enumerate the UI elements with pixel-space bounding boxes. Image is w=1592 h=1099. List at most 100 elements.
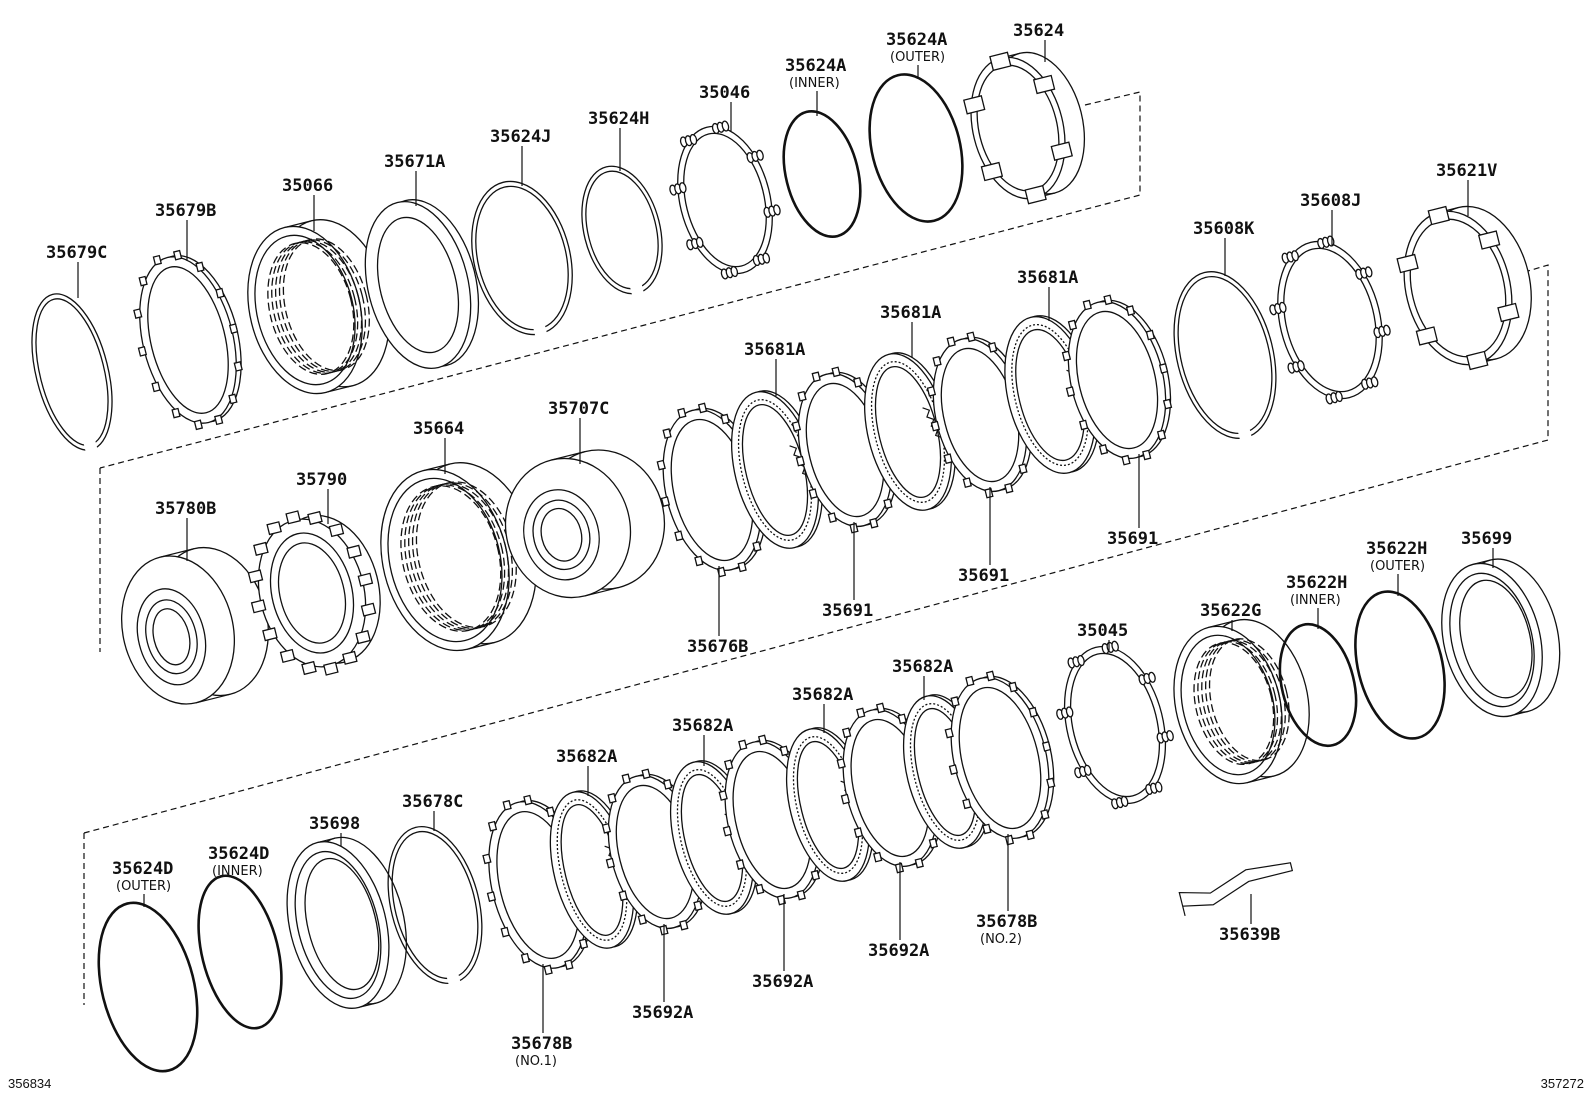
part-number-label: 35691: [958, 566, 1009, 586]
label-35692a-3: 35692A: [868, 862, 929, 961]
part-number-label: 35676B: [687, 637, 748, 657]
part-number-label: 35691: [1107, 529, 1158, 549]
part-sub-label: (INNER): [212, 864, 263, 879]
part-35624a-inner: [782, 109, 862, 239]
part-number-label: 35678B: [511, 1034, 572, 1054]
part-35624j: [471, 180, 573, 340]
part-35691-3: [1061, 294, 1173, 466]
label-35681a-1: 35681A: [744, 340, 805, 396]
part-number-label: 35608J: [1300, 191, 1361, 211]
label-35622h-inner: 35622H(INNER): [1286, 573, 1347, 629]
part-sub-label: (OUTER): [890, 50, 945, 65]
label-35624h: 35624H: [588, 109, 649, 171]
label-35639b: 35639B: [1219, 894, 1280, 945]
label-35608k: 35608K: [1193, 219, 1255, 276]
part-number-label: 35780B: [155, 499, 216, 519]
part-number-label: 35624A: [886, 30, 947, 50]
ref-code-right: 357272: [1541, 1076, 1584, 1091]
part-35679b: [133, 249, 243, 431]
ref-code-left: 356834: [8, 1076, 51, 1091]
part-35622g: [1173, 618, 1310, 785]
part-number-label: 35622G: [1200, 601, 1261, 621]
labels-layer: 35679C 35679B 35066 35671A 35624J 35624H 35046…: [46, 21, 1512, 1069]
part-35664: [380, 462, 537, 652]
label-35045: 35045: [1077, 621, 1128, 651]
label-35691-2: 35691: [958, 487, 1009, 586]
label-35678b-no2: 35678B(NO.2): [976, 834, 1037, 947]
label-35624: 35624: [1013, 21, 1064, 62]
part-35624a-outer: [868, 73, 964, 223]
part-35790: [247, 510, 381, 676]
part-35678b-no2: [944, 670, 1056, 846]
label-35681a-2: 35681A: [880, 303, 941, 358]
part-35707c: [504, 449, 666, 599]
part-number-label: 35639B: [1219, 925, 1280, 945]
part-number-label: 35664: [413, 419, 464, 439]
part-35622h-inner: [1278, 622, 1358, 748]
label-35691-3: 35691: [1107, 454, 1158, 549]
part-number-label: 35682A: [672, 716, 733, 736]
label-35699: 35699: [1461, 529, 1512, 568]
label-35622h-outer: 35622H(OUTER): [1366, 539, 1427, 596]
part-number-label: 35681A: [1017, 268, 1078, 288]
part-number-label: 35624D: [112, 859, 173, 879]
label-35624a-outer: 35624A(OUTER): [886, 30, 947, 79]
part-35639b: [1178, 862, 1294, 917]
part-35608k: [1173, 271, 1277, 443]
part-number-label: 35790: [296, 470, 347, 490]
part-number-label: 35624A: [785, 56, 846, 76]
part-35678c: [387, 825, 483, 988]
label-35664: 35664: [413, 419, 464, 474]
part-number-label: 35621V: [1436, 161, 1497, 181]
part-35679c: [31, 293, 113, 455]
part-number-label: 35691: [822, 601, 873, 621]
part-number-label: 35682A: [892, 657, 953, 677]
label-35682a-4: 35682A: [892, 657, 953, 700]
part-35624d-inner: [197, 874, 283, 1030]
label-35066: 35066: [282, 176, 333, 231]
label-35608j: 35608J: [1300, 191, 1361, 246]
part-35046: [669, 120, 781, 280]
part-35066: [247, 219, 391, 395]
part-35682a-4: [902, 694, 991, 849]
label-35780b: 35780B: [155, 499, 216, 561]
part-number-label: 35678C: [402, 792, 463, 812]
part-number-label: 35679B: [155, 201, 216, 221]
part-sub-label: (OUTER): [1370, 559, 1425, 574]
label-35681a-3: 35681A: [1017, 268, 1078, 321]
part-number-label: 35622H: [1286, 573, 1347, 593]
label-35692a-1: 35692A: [632, 924, 693, 1023]
label-35678c: 35678C: [402, 792, 463, 831]
part-35698: [286, 836, 408, 1009]
part-number-label: 35046: [699, 83, 750, 103]
label-35691-1: 35691: [822, 522, 873, 621]
part-number-label: 35679C: [46, 243, 107, 263]
part-number-label: 35622H: [1366, 539, 1427, 559]
label-35698: 35698: [309, 814, 360, 846]
part-35624d-outer: [97, 901, 199, 1073]
part-35624h: [581, 165, 663, 299]
part-number-label: 35624: [1013, 21, 1064, 41]
label-35679c: 35679C: [46, 243, 107, 298]
part-number-label: 35608K: [1193, 219, 1255, 239]
part-number-label: 35045: [1077, 621, 1128, 641]
label-35622g: 35622G: [1200, 601, 1261, 631]
label-35790: 35790: [296, 470, 347, 524]
part-sub-label: (INNER): [789, 76, 840, 91]
part-number-label: 35692A: [632, 1003, 693, 1023]
part-number-label: 35707C: [548, 399, 609, 419]
label-35671a: 35671A: [384, 152, 445, 206]
label-35624a-inner: 35624A(INNER): [785, 56, 846, 116]
part-number-label: 35681A: [880, 303, 941, 323]
part-number-label: 35681A: [744, 340, 805, 360]
label-35682a-2: 35682A: [672, 716, 733, 766]
part-number-label: 35678B: [976, 912, 1037, 932]
part-35624: [963, 51, 1086, 205]
part-35621v: [1396, 205, 1532, 371]
part-number-label: 35692A: [868, 941, 929, 961]
label-35624j: 35624J: [490, 127, 551, 186]
part-35671a: [364, 199, 480, 370]
part-number-label: 35624J: [490, 127, 551, 147]
